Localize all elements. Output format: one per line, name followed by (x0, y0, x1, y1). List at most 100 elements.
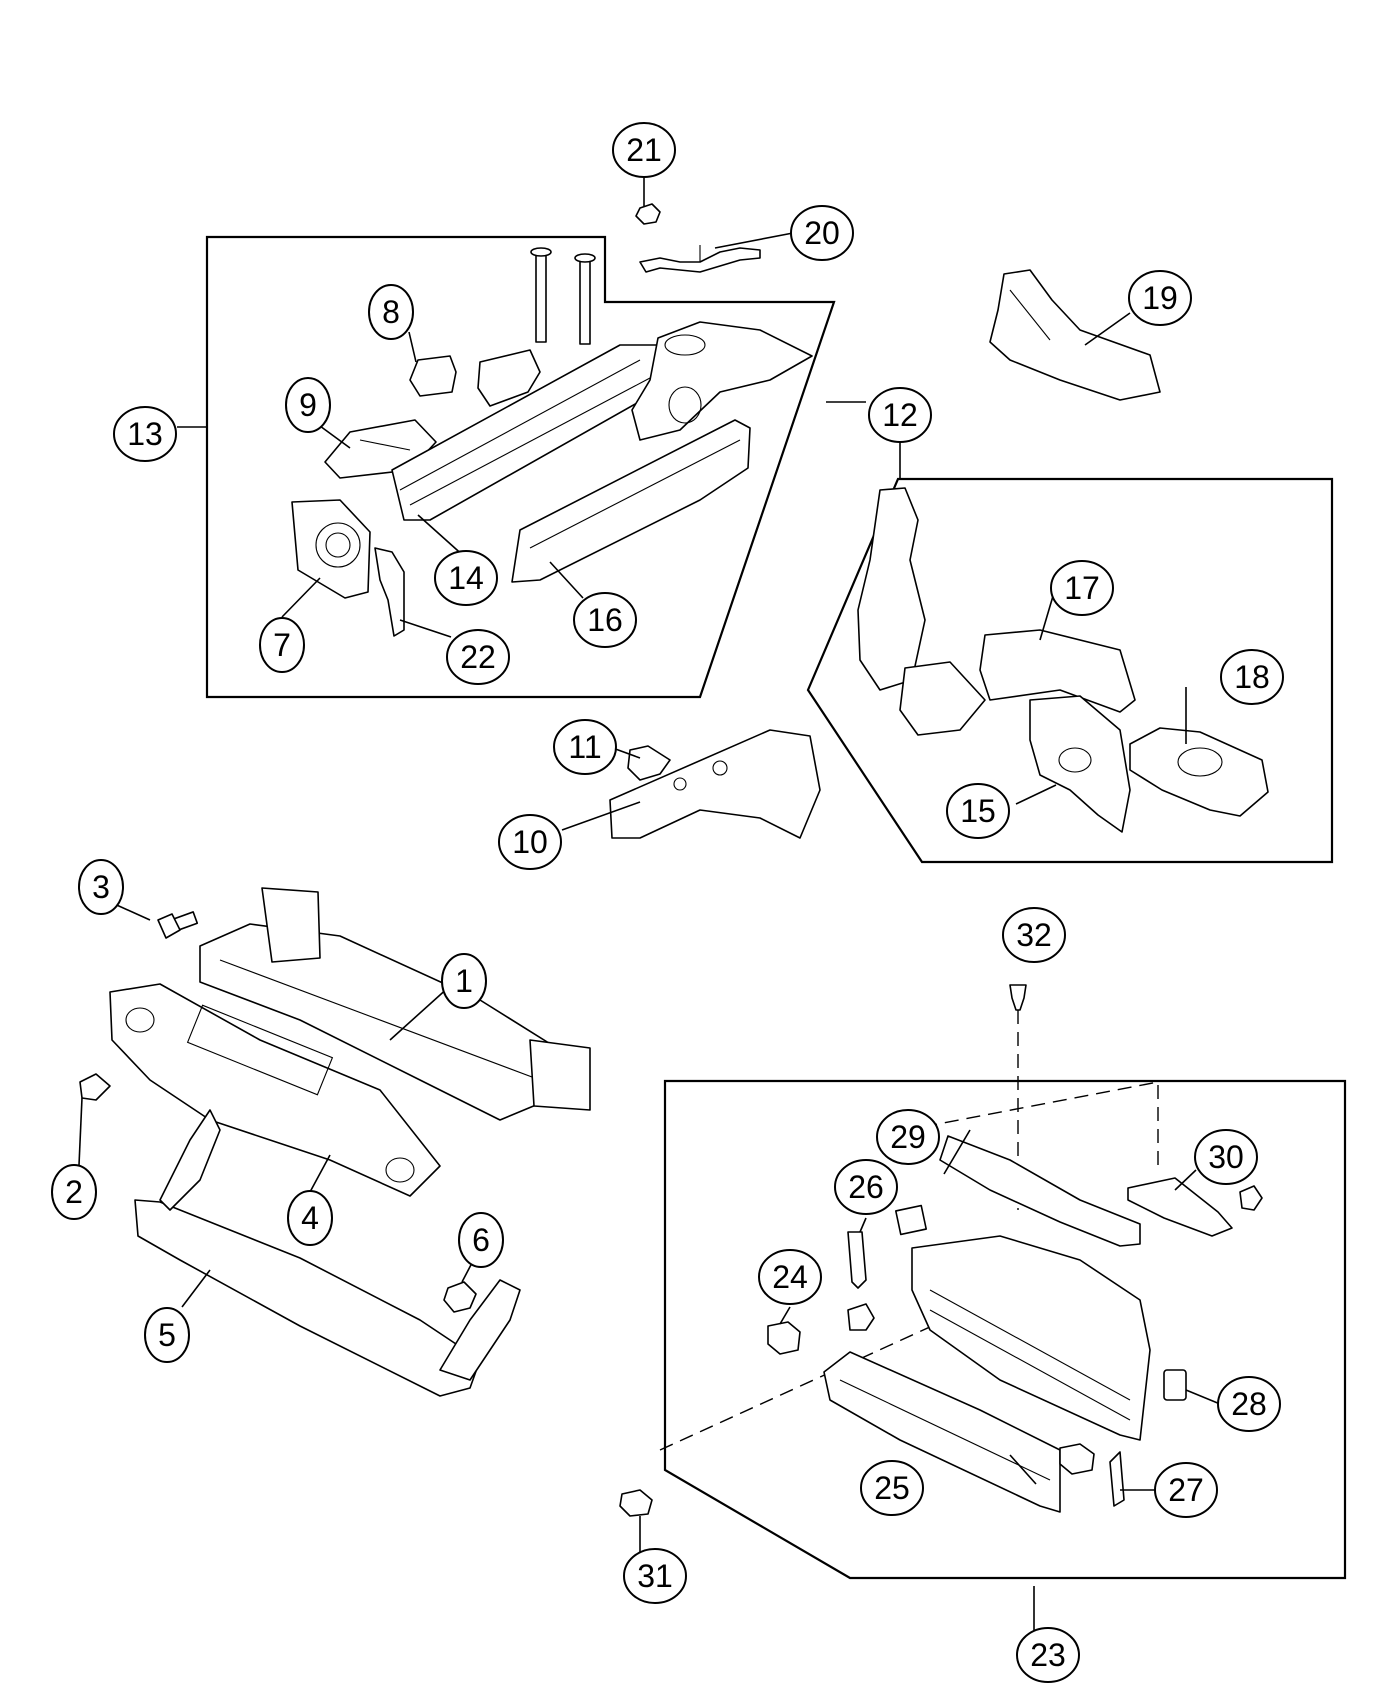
part-apron-15 (1029, 695, 1131, 833)
callout-label: 22 (460, 639, 496, 675)
part-bolt-3 (157, 911, 199, 939)
part-rivet-31 (619, 1489, 653, 1517)
callout-28: 28 (1217, 1376, 1281, 1432)
callout-label: 8 (382, 294, 400, 330)
part-clip-26 (847, 1231, 875, 1331)
part-long-bolts (530, 247, 596, 345)
callout-22: 22 (446, 629, 510, 685)
part-apron-17 (857, 487, 1136, 736)
callout-12: 12 (868, 387, 932, 443)
callout-label: 2 (65, 1174, 83, 1210)
callout-label: 11 (568, 729, 601, 765)
callout-label: 7 (273, 627, 291, 663)
callout-label: 29 (890, 1119, 926, 1155)
callout-13: 13 (113, 406, 177, 462)
callout-8: 8 (368, 284, 414, 340)
group-frame-12 (806, 477, 1334, 864)
callout-label: 25 (874, 1470, 910, 1506)
callout-27: 27 (1154, 1462, 1218, 1518)
part-lower-beam-25 (823, 1351, 1061, 1513)
callout-label: 18 (1234, 659, 1270, 695)
callout-label: 3 (92, 869, 110, 905)
callout-label: 26 (848, 1169, 884, 1205)
callout-label: 23 (1030, 1637, 1066, 1673)
part-clip-2 (79, 1073, 111, 1101)
part-bumper-beam-1 (199, 887, 591, 1121)
callout-14: 14 (434, 550, 498, 606)
callout-20: 20 (790, 205, 854, 261)
callout-3: 3 (78, 859, 124, 915)
callout-23: 23 (1016, 1627, 1080, 1683)
callout-label: 31 (637, 1558, 673, 1594)
group-frame-23 (663, 1079, 1347, 1580)
callout-label: 1 (455, 963, 473, 999)
callout-9: 9 (285, 377, 331, 433)
part-bracket-8 (409, 355, 457, 397)
part-nut-21 (635, 203, 661, 225)
callout-label: 6 (472, 1222, 490, 1258)
callout-10: 10 (498, 814, 562, 870)
part-plate-7 (291, 499, 371, 599)
part-rail-10 (609, 729, 821, 839)
part-strip-22 (374, 547, 405, 637)
callout-label: 5 (158, 1317, 176, 1353)
callout-label: 20 (804, 215, 840, 251)
callout-label: 15 (960, 793, 996, 829)
callout-11: 11 (553, 719, 617, 775)
callout-17: 17 (1050, 560, 1114, 616)
group-frame-13 (205, 235, 836, 699)
part-bracket-20 (639, 245, 761, 273)
part-bracket-30 (1127, 1177, 1233, 1237)
callout-25: 25 (860, 1460, 924, 1516)
callout-4: 4 (287, 1190, 333, 1246)
part-apron-18 (1129, 727, 1269, 817)
callout-15: 15 (946, 783, 1010, 839)
callout-label: 9 (299, 387, 317, 423)
callout-label: 12 (882, 397, 918, 433)
callout-24: 24 (758, 1249, 822, 1305)
part-housing (631, 321, 813, 441)
callout-29: 29 (876, 1109, 940, 1165)
part-foam-29 (939, 1135, 1141, 1247)
callout-21: 21 (612, 122, 676, 178)
part-nut-6 (443, 1281, 477, 1313)
callout-32: 32 (1002, 907, 1066, 963)
callout-30: 30 (1194, 1129, 1258, 1185)
callout-label: 27 (1168, 1472, 1204, 1508)
callout-label: 14 (448, 560, 484, 596)
callout-7: 7 (259, 617, 305, 673)
callout-label: 10 (512, 824, 548, 860)
leader-lines (78, 177, 1221, 1630)
callout-label: 19 (1142, 280, 1178, 316)
callout-label: 21 (626, 132, 662, 168)
callout-label: 17 (1064, 570, 1100, 606)
callout-5: 5 (144, 1307, 190, 1363)
part-panel-19 (989, 269, 1161, 401)
part-clip-27 (1059, 1443, 1125, 1507)
callout-1: 1 (441, 953, 487, 1009)
callout-label: 4 (301, 1200, 319, 1236)
callout-18: 18 (1220, 649, 1284, 705)
callout-label: 28 (1231, 1386, 1267, 1422)
callout-label: 24 (772, 1259, 808, 1295)
part-bracket-11 (627, 745, 671, 781)
part-fastener-24 (767, 1321, 801, 1355)
callout-label: 16 (587, 602, 623, 638)
part-reinforcement-5 (134, 1109, 521, 1397)
callout-label: 13 (127, 416, 163, 452)
callout-16: 16 (573, 592, 637, 648)
callout-6: 6 (458, 1212, 504, 1268)
callout-19: 19 (1128, 270, 1192, 326)
part-sleeve-28 (1163, 1369, 1187, 1401)
part-air-deflector (911, 1235, 1151, 1441)
part-absorber-4 (109, 983, 441, 1197)
callout-26: 26 (834, 1159, 898, 1215)
part-block (894, 1204, 928, 1236)
callout-31: 31 (623, 1548, 687, 1604)
part-bracket-small (477, 349, 541, 407)
part-rail-16 (511, 419, 751, 583)
part-nut-30 (1239, 1185, 1263, 1211)
callout-label: 32 (1016, 917, 1052, 953)
callout-2: 2 (51, 1164, 97, 1220)
